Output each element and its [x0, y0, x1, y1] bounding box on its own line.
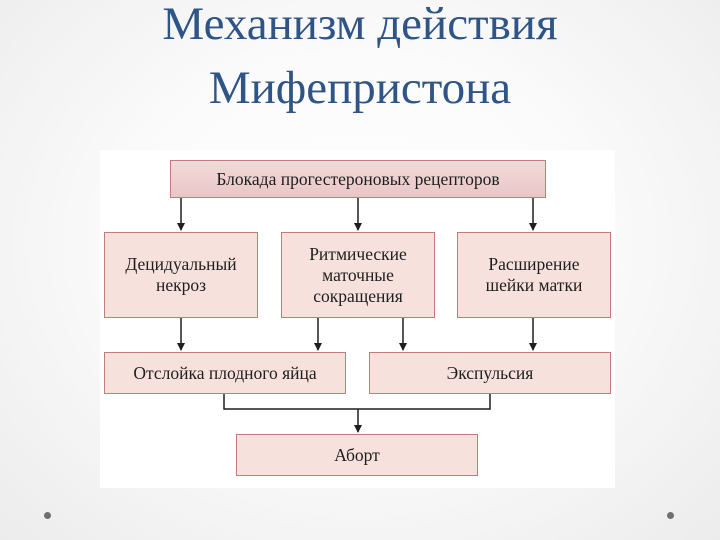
right-bullet-dot — [667, 512, 674, 519]
box-ovum-detachment-label: Отслойка плодного яйца — [133, 362, 317, 383]
box-decidual-necrosis: Децидуальный некроз — [104, 232, 258, 318]
box-rhythmic-contractions: Ритмические маточные сокращения — [281, 232, 435, 318]
slide-title-line-1: Механизм действия — [162, 0, 558, 50]
connector-merge — [223, 394, 491, 410]
box-progesterone-receptor-blockade-label: Блокада прогестероновых рецепторов — [216, 168, 500, 189]
slide-title: Механизм действия Мифепристона — [0, 0, 720, 120]
left-bullet-dot — [44, 512, 51, 519]
box-abortion: Аборт — [236, 434, 478, 476]
flowchart-arrows — [177, 197, 537, 433]
box-cervical-dilation-label: Расширение шейки матки — [485, 254, 583, 295]
box-abortion-label: Аборт — [334, 444, 380, 465]
slide-title-line-2: Мифепристона — [208, 62, 512, 114]
mechanism-flowchart: Блокада прогестероновых рецепторов Децид… — [100, 150, 615, 488]
box-expulsion-label: Экспульсия — [446, 362, 534, 383]
box-progesterone-receptor-blockade: Блокада прогестероновых рецепторов — [170, 160, 546, 198]
box-decidual-necrosis-label: Децидуальный некроз — [125, 254, 237, 295]
box-ovum-detachment: Отслойка плодного яйца — [104, 352, 346, 394]
box-rhythmic-contractions-label: Ритмические маточные сокращения — [309, 243, 407, 306]
box-cervical-dilation: Расширение шейки матки — [457, 232, 611, 318]
box-expulsion: Экспульсия — [369, 352, 611, 394]
